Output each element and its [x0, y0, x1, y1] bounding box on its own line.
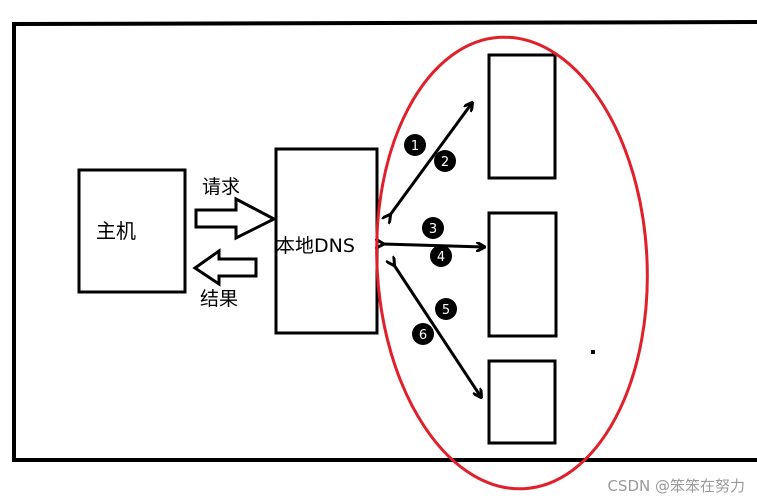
local-dns-label: 本地DNS	[276, 235, 355, 257]
arrow-to-bottom-server	[394, 265, 481, 397]
watermark: CSDN @笨笨在努力	[607, 477, 745, 495]
result-arrow	[192, 248, 258, 287]
step-6: 6	[412, 323, 434, 345]
server-box-middle	[487, 211, 558, 338]
step-3: 3	[422, 217, 444, 239]
svg-text:4: 4	[437, 250, 445, 265]
arrow-to-top-server	[390, 103, 472, 215]
host-label: 主机	[96, 219, 136, 243]
svg-text:3: 3	[429, 222, 437, 237]
svg-text:1: 1	[411, 139, 419, 154]
step-2: 2	[434, 150, 456, 172]
step-5: 5	[435, 298, 457, 320]
result-label: 结果	[200, 288, 238, 310]
stray-dot	[591, 350, 595, 354]
highlight-ellipse	[375, 35, 649, 491]
svg-text:2: 2	[441, 155, 449, 170]
step-1: 1	[404, 134, 426, 156]
outer-frame	[12, 20, 757, 462]
svg-text:6: 6	[419, 328, 427, 343]
server-box-top	[487, 53, 557, 180]
server-box-bottom	[487, 359, 557, 445]
request-arrow	[194, 196, 278, 241]
host-box	[77, 168, 187, 294]
request-label: 请求	[202, 176, 240, 198]
step-4: 4	[430, 245, 452, 267]
svg-text:5: 5	[442, 303, 450, 318]
arrow-to-middle-server	[383, 244, 484, 247]
